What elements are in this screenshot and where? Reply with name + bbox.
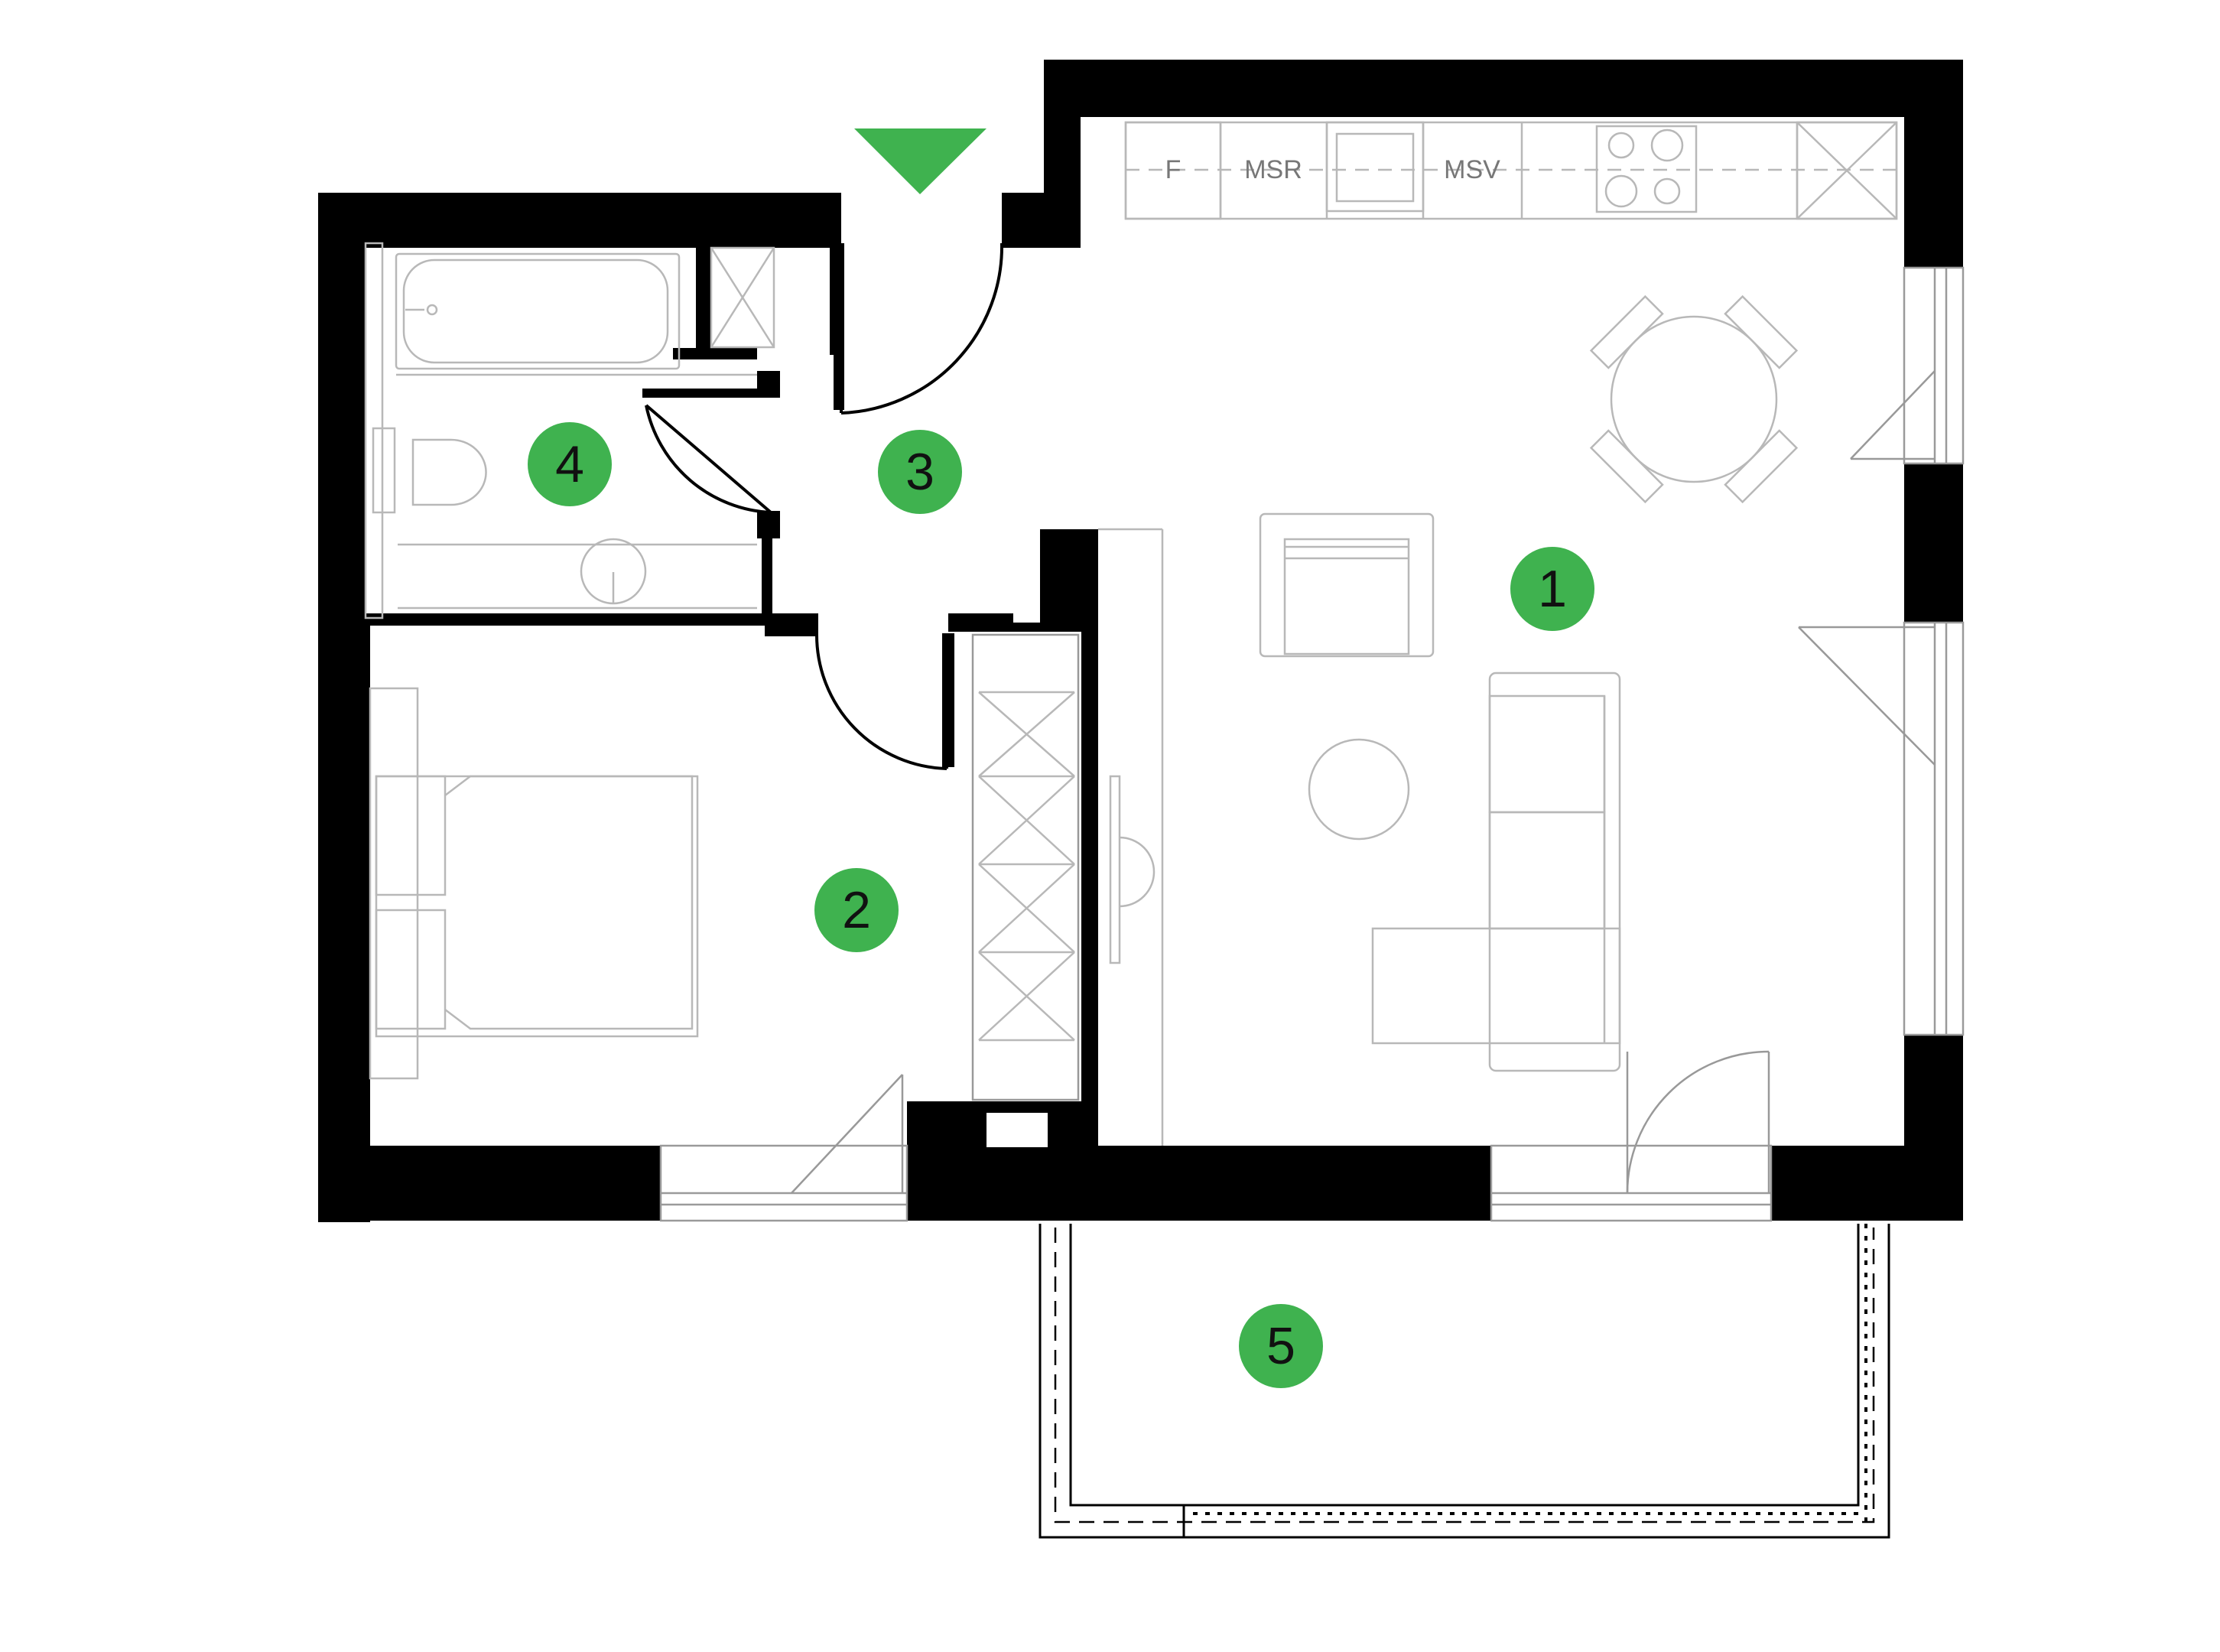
door-bedroom — [815, 634, 948, 770]
wall-wardrobe-back — [1081, 621, 1098, 1147]
bathroom-inner-wall-line — [364, 242, 384, 620]
room-number-2: 2 — [842, 881, 871, 939]
wall-entry-pier-foot — [1002, 193, 1081, 248]
toilet-icon — [372, 427, 487, 514]
bed-icon — [369, 687, 699, 1080]
door-balcony — [1626, 1050, 1770, 1194]
dining-table-icon — [1589, 294, 1799, 504]
tv-icon — [1109, 775, 1156, 964]
door-entrance — [840, 242, 1004, 415]
room-number-1: 1 — [1538, 560, 1567, 618]
wall-bathroom-shaft — [696, 248, 711, 356]
wall-bath-bedroom-partition-end — [765, 613, 818, 636]
kitchen-counter: F MSR MSV — [1124, 121, 1898, 220]
room-badge-5: 5 — [1239, 1304, 1323, 1388]
room-number-4: 4 — [555, 435, 584, 493]
wall-bathroom-shaft-base — [673, 348, 757, 359]
room-badge-3: 3 — [878, 430, 962, 514]
sofa-icon — [1371, 672, 1621, 1072]
wall-bottom-shaft — [907, 1101, 976, 1147]
appliance-label-msr: MSR — [1244, 155, 1302, 184]
wall-bath-right-lower — [762, 511, 772, 622]
sink-inner — [1335, 132, 1415, 203]
wall-top-bathroom — [318, 193, 841, 248]
room-badge-4: 4 — [528, 422, 612, 506]
window-bedroom — [659, 1074, 908, 1222]
wall-bottom-right — [1771, 1146, 1963, 1221]
wall-left-bedroom — [318, 626, 370, 1222]
window-dining — [1850, 266, 1965, 465]
washbasin-icon — [398, 538, 757, 610]
room-number-5: 5 — [1266, 1317, 1295, 1375]
hob-icon — [1595, 125, 1698, 213]
shaft-void — [986, 1113, 1048, 1147]
wall-wardrobe-frame — [954, 623, 1092, 632]
room-badge-2: 2 — [814, 868, 899, 952]
shower-shaft-icon — [710, 246, 775, 349]
entrance-triangle-icon — [854, 128, 986, 194]
sink-outer — [1325, 121, 1425, 213]
tall-cabinet-icon — [1796, 121, 1898, 220]
bathtub-icon — [395, 252, 681, 370]
wall-right-middle — [1904, 463, 1963, 623]
appliance-label-fridge: F — [1165, 155, 1182, 184]
wall-bottom-left — [318, 1146, 661, 1221]
wall-bath-bedroom-partition — [366, 613, 813, 626]
wall-bath-stub-1 — [642, 389, 780, 398]
room-number-3: 3 — [905, 443, 934, 501]
coffee-table-icon — [1308, 738, 1410, 841]
wardrobe-icon — [971, 633, 1080, 1101]
wall-left-bathroom — [318, 193, 366, 626]
wall-right-top-cap — [1904, 60, 1963, 117]
window-living-bottom — [1490, 1144, 1773, 1222]
door-bathroom — [645, 404, 772, 514]
walls — [318, 60, 1963, 1222]
appliance-label-msv: MSV — [1444, 155, 1500, 184]
wall-top-living — [1044, 60, 1904, 117]
wall-bottom-middle — [907, 1146, 1491, 1221]
room-badge-1: 1 — [1510, 547, 1594, 631]
armchair-icon — [1259, 512, 1435, 658]
balcony-outline — [1038, 1224, 1890, 1539]
wall-bath-stub-2 — [757, 371, 780, 398]
window-living-right — [1798, 621, 1965, 1036]
